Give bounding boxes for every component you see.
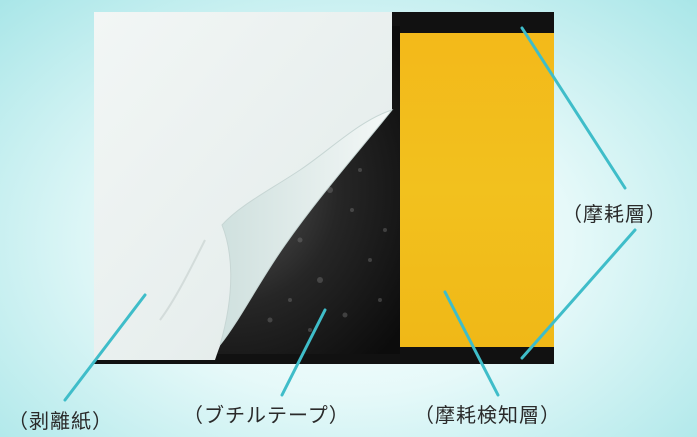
- leader-line-butyl-tape: [280, 308, 327, 397]
- leader-line-detection-layer: [443, 290, 500, 397]
- label-release-paper: （剥離紙）: [8, 409, 113, 433]
- leader-lines: [63, 26, 637, 402]
- butyl-texture: [267, 168, 387, 332]
- label-wear-layer: （摩耗層）: [562, 202, 667, 226]
- release-paper-peeled-flap: [219, 109, 394, 346]
- release-paper-fold-shadow: [159, 239, 206, 321]
- leader-line-wear-layer-bottom: [520, 228, 637, 360]
- wear-detection-layer-area: [400, 33, 554, 347]
- label-butyl-tape: （ブチルテープ）: [183, 403, 350, 427]
- release-paper-sheet: [94, 12, 392, 360]
- label-wear-detection-layer: （摩耗検知層）: [414, 403, 561, 427]
- leader-line-release-paper: [63, 293, 147, 402]
- leader-line-wear-layer-top: [520, 26, 627, 190]
